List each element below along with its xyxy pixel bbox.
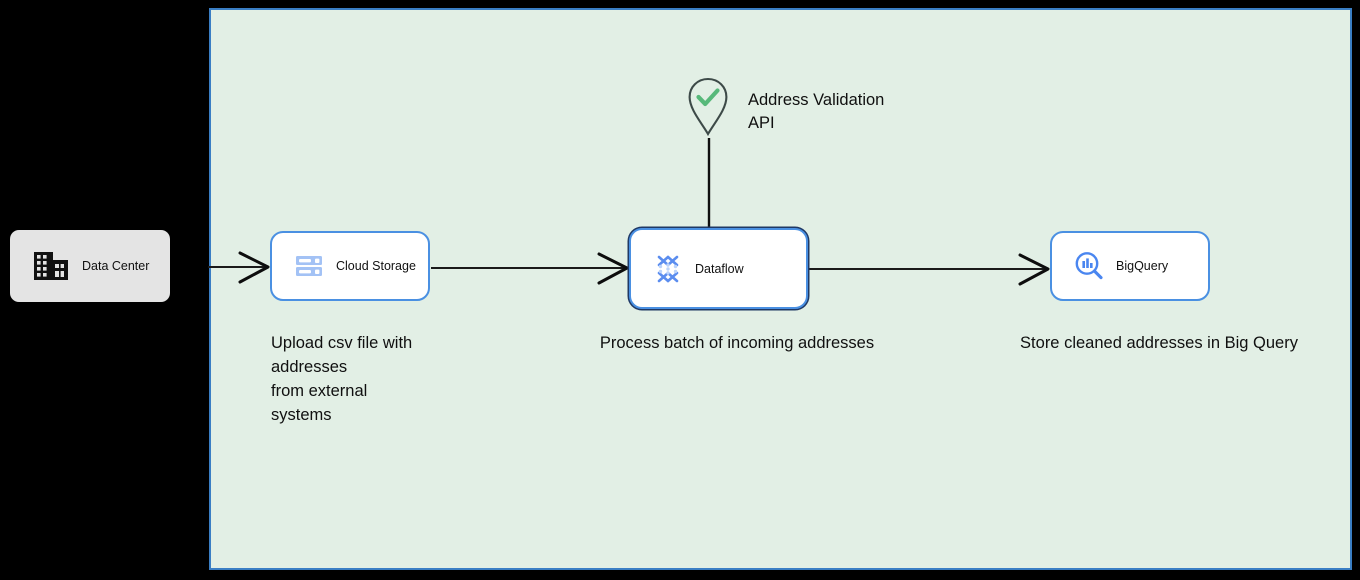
node-cloud-storage[interactable]: Cloud Storage — [270, 231, 430, 301]
map-pin-check-icon — [685, 76, 731, 138]
caption-bigquery: Store cleaned addresses in Big Query — [1020, 334, 1298, 352]
node-dataflow[interactable]: Dataflow — [629, 228, 808, 309]
dataflow-icon — [651, 252, 685, 286]
bigquery-magnifier-icon — [1072, 249, 1106, 283]
office-building-icon — [32, 248, 70, 284]
cloud-storage-icon — [292, 249, 326, 283]
caption-cloud-storage: Upload csv file with addresses from exte… — [271, 334, 413, 424]
annotation-label-address-validation-api: Address Validation API — [748, 91, 885, 132]
node-bigquery[interactable]: BigQuery — [1050, 231, 1210, 301]
external-node-data-center[interactable]: Data Center — [10, 230, 170, 302]
node-label: Cloud Storage — [336, 259, 416, 273]
node-label: BigQuery — [1116, 259, 1169, 273]
external-node-label: Data Center — [82, 259, 150, 273]
node-label: Dataflow — [695, 261, 744, 276]
caption-dataflow: Process batch of incoming addresses — [599, 334, 875, 352]
